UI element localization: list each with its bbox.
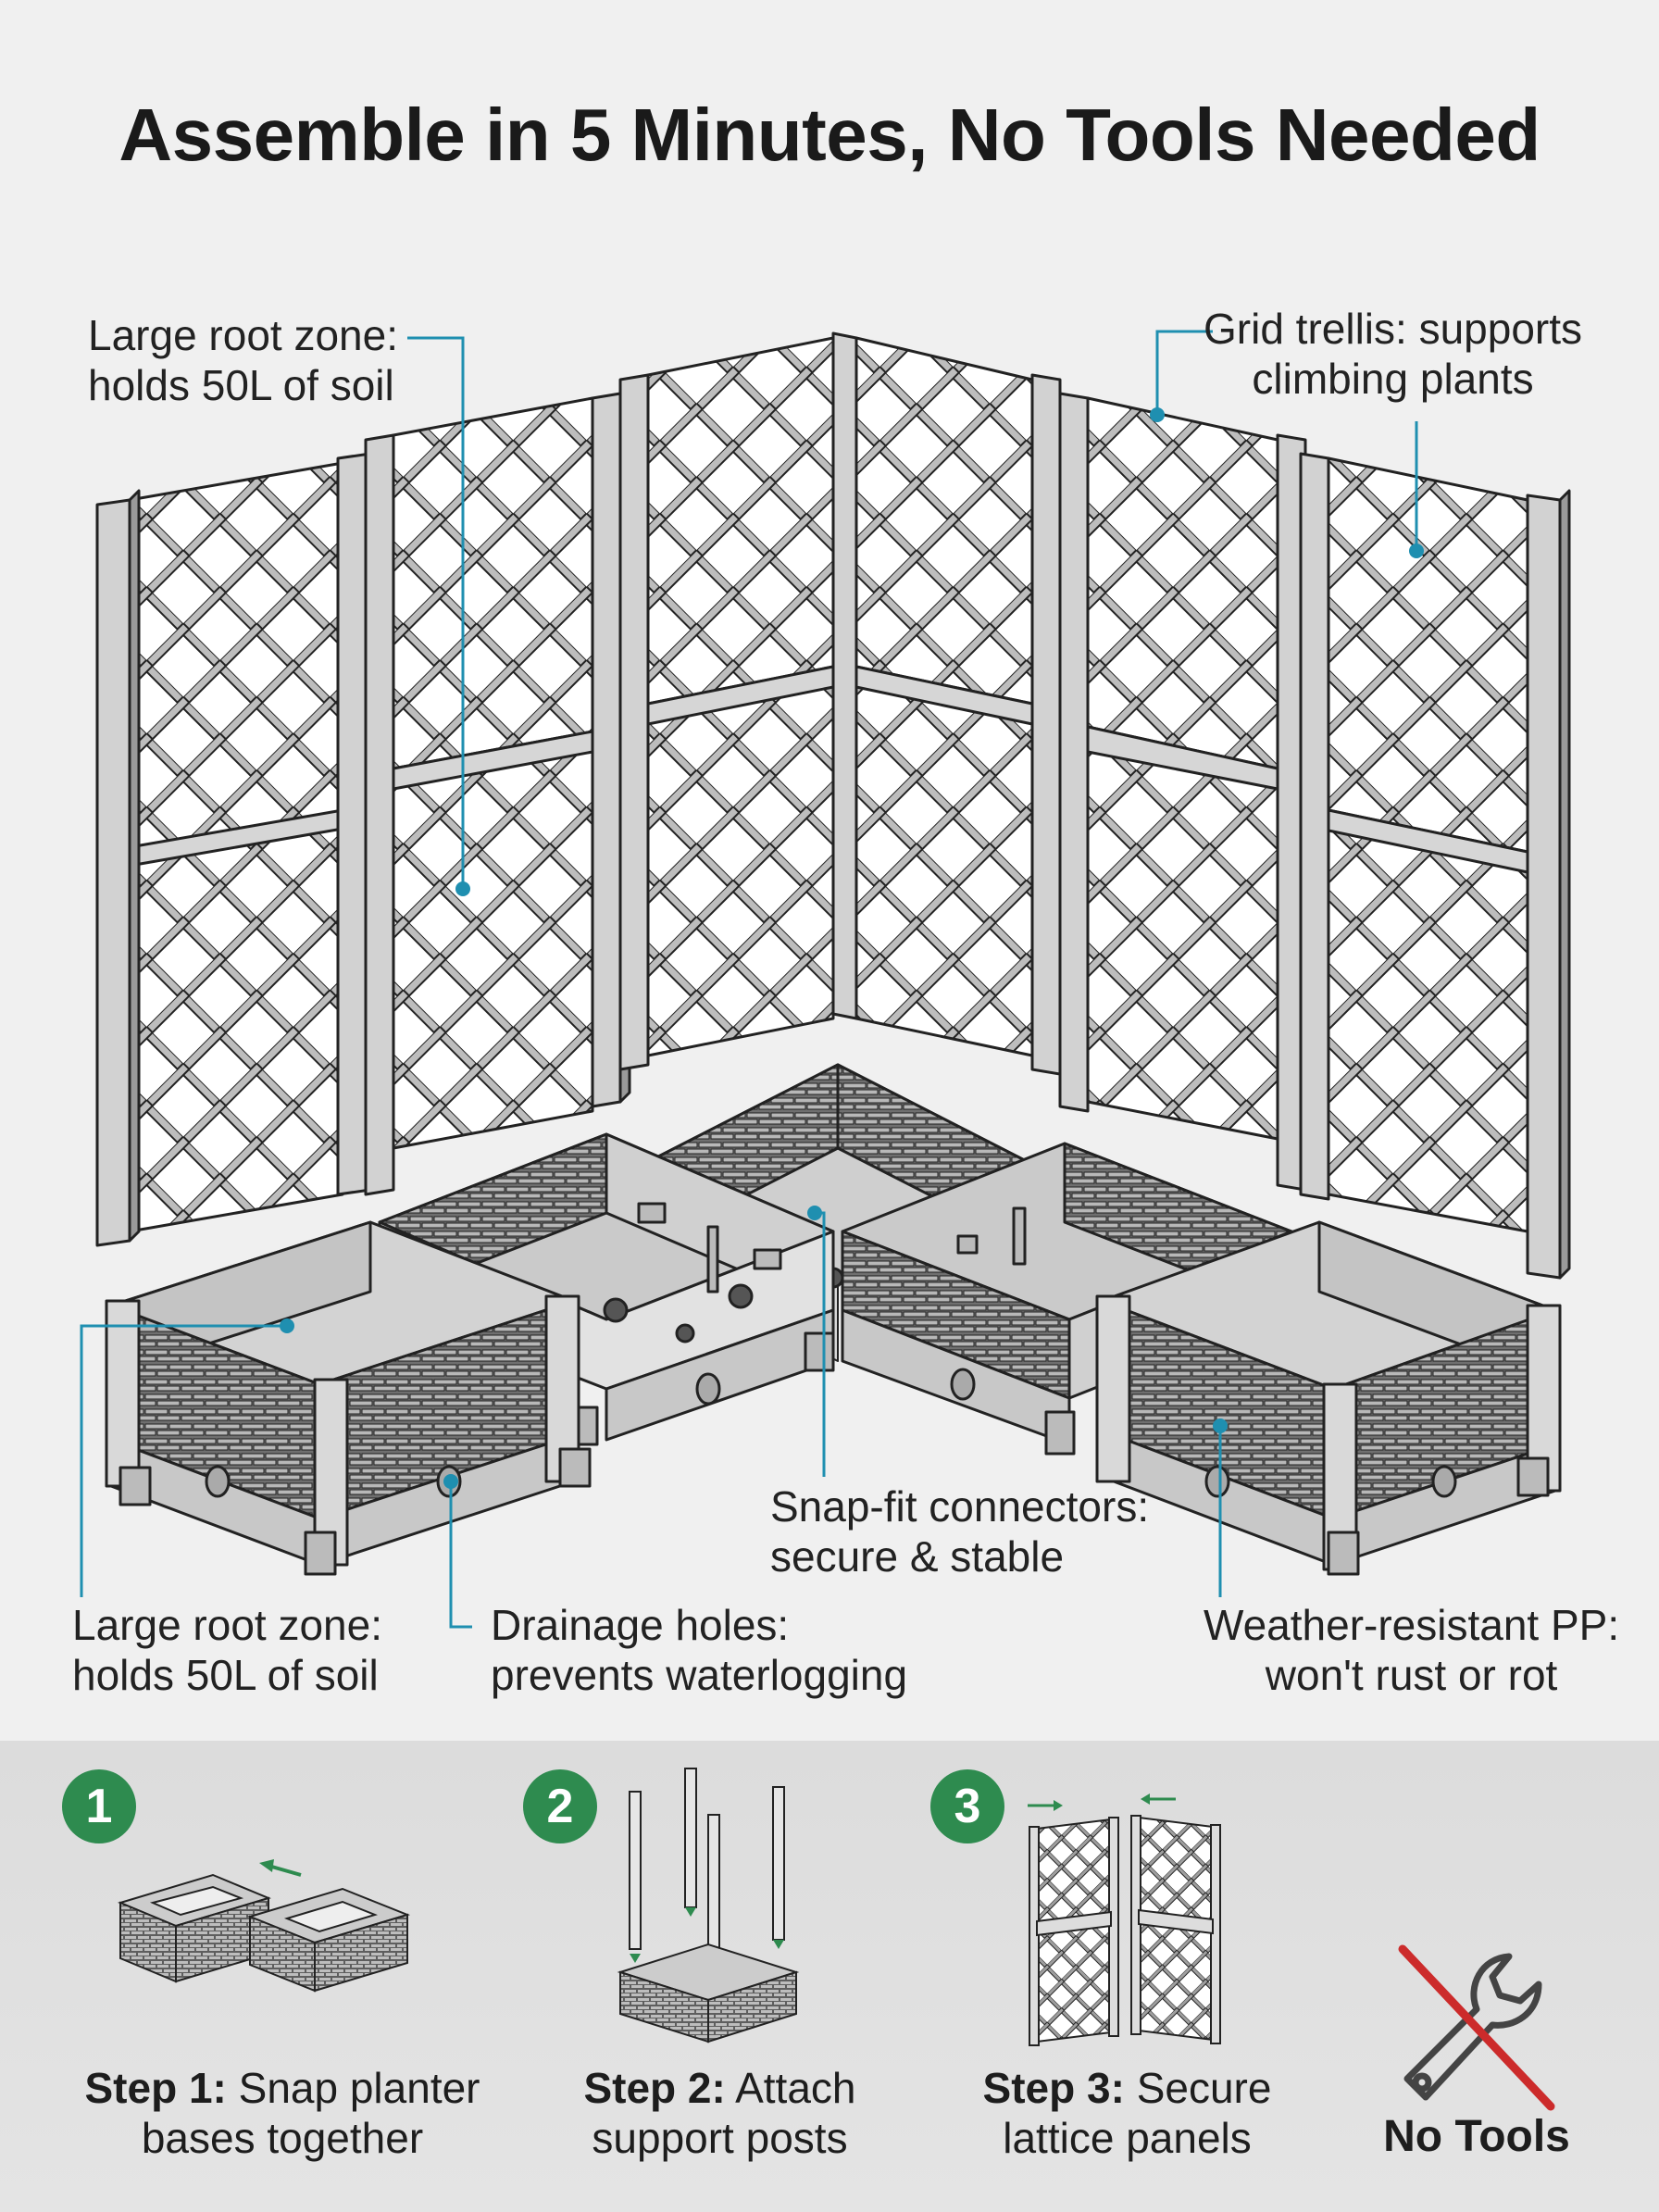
trellis-panel-d xyxy=(854,336,1062,1076)
step-3-label-line2: lattice panels xyxy=(1003,2114,1252,2162)
callout-lines xyxy=(80,330,1424,1629)
callout-root-zone-top-line2: holds 50L of soil xyxy=(88,361,394,409)
exploded-diagram xyxy=(80,330,1571,1629)
callout-trellis-line2: climbing plants xyxy=(1252,355,1534,403)
no-wrench-icon xyxy=(1398,1944,1555,2111)
leader-drainage xyxy=(449,1481,472,1629)
step-1-badge: 1 xyxy=(62,1769,136,1843)
step-1-caption-line1: Step 1: Snap planter xyxy=(84,2064,480,2112)
step-3-caption: Step 3: Secure lattice panels xyxy=(954,2063,1301,2163)
trellis-panel-a xyxy=(95,443,381,1247)
leader-root-zone-bottom xyxy=(80,1324,287,1597)
callout-trellis: Grid trellis: supports climbing plants xyxy=(1204,304,1582,404)
callout-weather: Weather-resistant PP: won't rust or rot xyxy=(1204,1600,1619,1700)
planter-bases xyxy=(105,1063,1562,1576)
callout-snapfit-line2: secure & stable xyxy=(770,1532,1065,1581)
callout-drainage: Drainage holes: prevents waterlogging xyxy=(491,1600,907,1700)
step-3-label-rest: Secure xyxy=(1136,2064,1272,2112)
callout-root-zone-bottom-line1: Large root zone: xyxy=(72,1601,383,1649)
step-1-label-line2: bases together xyxy=(141,2114,424,2162)
step-2-badge: 2 xyxy=(523,1769,597,1843)
step-1-label-bold: Step 1: xyxy=(84,2064,227,2112)
callout-weather-line2: won't rust or rot xyxy=(1265,1651,1558,1699)
step-1-caption: Step 1: Snap planter bases together xyxy=(56,2063,509,2163)
step-2-caption: Step 2: Attach support posts xyxy=(537,2063,903,2163)
leader-root-zone-top xyxy=(407,336,465,889)
lattice-panels-icon xyxy=(1028,1793,1221,2046)
callout-root-zone-top: Large root zone: holds 50L of soil xyxy=(88,310,398,410)
support-posts-icon xyxy=(617,1768,800,2043)
callout-weather-line1: Weather-resistant PP: xyxy=(1204,1601,1620,1649)
no-tools-label: No Tools xyxy=(1383,2112,1570,2161)
step-2-label-rest: Attach xyxy=(735,2064,856,2112)
callout-drainage-line1: Drainage holes: xyxy=(491,1601,790,1649)
callout-trellis-line1: Grid trellis: supports xyxy=(1204,305,1583,353)
trellis-panels xyxy=(95,331,1571,1280)
planter-base-front-left xyxy=(105,1220,592,1576)
step-3-caption-line1: Step 3: Secure xyxy=(983,2064,1272,2112)
trellis-panel-c xyxy=(618,331,858,1071)
trellis-panel-f xyxy=(1299,452,1571,1280)
callout-drainage-line2: prevents waterlogging xyxy=(491,1651,908,1699)
leader-trellis-a xyxy=(1155,330,1213,415)
step-2-caption-line1: Step 2: Attach xyxy=(583,2064,855,2112)
step-3-label-bold: Step 3: xyxy=(982,2064,1125,2112)
step-3-badge: 3 xyxy=(930,1769,1004,1843)
callout-root-zone-bottom: Large root zone: holds 50L of soil xyxy=(72,1600,382,1700)
step-1-label-rest: Snap planter xyxy=(238,2064,480,2112)
page-title: Assemble in 5 Minutes, No Tools Needed xyxy=(118,94,1540,176)
trellis-panel-e xyxy=(1058,392,1307,1192)
step-2-label-bold: Step 2: xyxy=(583,2064,726,2112)
planter-base-front-right xyxy=(1095,1220,1562,1576)
callout-snapfit-line1: Snap-fit connectors: xyxy=(770,1482,1150,1531)
callout-root-zone-top-line1: Large root zone: xyxy=(88,311,399,359)
step-2-label-line2: support posts xyxy=(592,2114,848,2162)
callout-snapfit: Snap-fit connectors: secure & stable xyxy=(770,1481,1149,1581)
callout-root-zone-bottom-line2: holds 50L of soil xyxy=(72,1651,379,1699)
planter-bases-icon xyxy=(118,1859,411,1993)
trellis-panel-b xyxy=(364,382,631,1196)
